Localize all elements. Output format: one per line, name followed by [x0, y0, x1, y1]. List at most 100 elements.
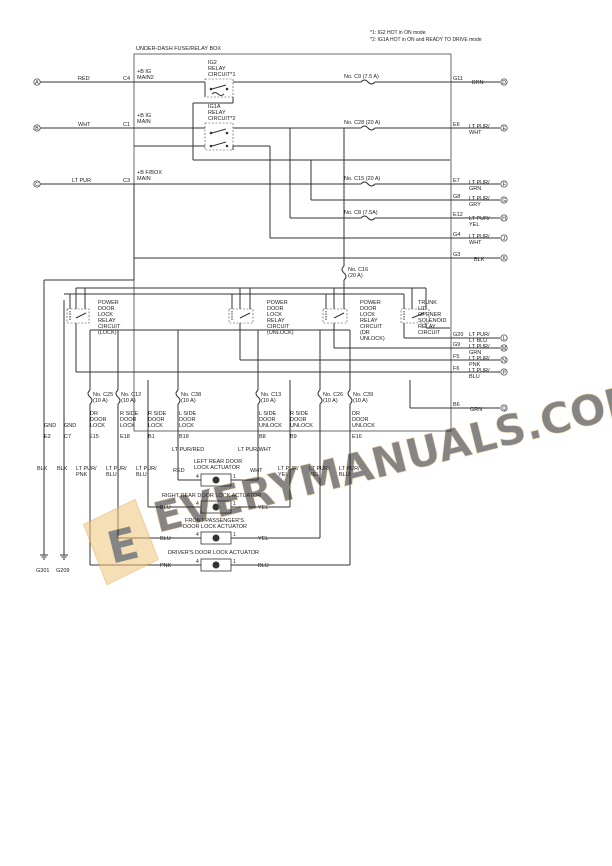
relay3-l6: (DR: [360, 330, 370, 336]
fuse-c16-l1: No. C16: [348, 267, 368, 273]
fuse-c39-rating: (10 A): [353, 398, 368, 404]
wire-e-c1: LT PUR/: [469, 124, 490, 130]
wire-e18-c2: BLU: [106, 472, 117, 478]
actuator-fp-l2: DOOR LOCK ACTUATOR: [183, 524, 247, 530]
actuator-fp-right-wire: YEL: [258, 536, 268, 542]
wire-f-c1: LT PUR/: [469, 180, 490, 186]
fuse-c26-l1: R SIDE: [290, 411, 309, 417]
actuator-driver: DRIVER'S DOOR LOCK ACTUATOR 4 1 PNK BLU: [160, 550, 269, 572]
watermark-logo-icon: [82, 498, 159, 586]
fuse-c38-l2: DOOR: [179, 417, 196, 423]
relay2-l4: RELAY: [267, 318, 285, 324]
fuse-c15: No. C15 (20 A): [344, 176, 381, 187]
watermark: E EVERYMANUALS.COM: [82, 372, 612, 586]
fuse-c28-label: No. C28 (20 A): [344, 120, 381, 126]
input-b: B WHT C1 +B IG MAIN: [33, 113, 151, 132]
pin-b1: B1: [148, 434, 155, 440]
relay2-l2: DOOR: [267, 306, 284, 312]
pin-f5: F5: [453, 354, 459, 360]
watermark-text: EVERYMANUALS.COM: [148, 373, 612, 543]
fuse-c39: No. C39 (10 A) DR DOOR UNLOCK E16: [347, 389, 375, 440]
pin-c7: C7: [64, 434, 71, 440]
input-a: A RED C4 +B IG MAIN2: [33, 69, 154, 86]
pin-c3: C3: [123, 178, 130, 184]
fuse-c12-l1: R SIDE: [120, 411, 139, 417]
wire-d-color: BRN: [472, 80, 484, 86]
note-ig2: *1: IG2 HOT in ON mode: [370, 30, 426, 36]
fuse-c13-l2: DOOR: [259, 417, 276, 423]
gnd-c7-label: GND: [64, 423, 76, 429]
wire-l-c1: LT PUR/: [469, 332, 490, 338]
relay3-l7: UNLOCK): [360, 336, 385, 342]
fuse-c38: No. C38 (10 A) L SIDE DOOR LOCK B18: [175, 389, 201, 440]
fuse-c8-label: No. C8 (7.5A): [344, 210, 378, 216]
relay3-l1: POWER: [360, 300, 381, 306]
connector-a-label: A: [35, 80, 39, 86]
wire-e15-c1: LT PUR/: [76, 466, 97, 472]
fuse-c13-l3: UNLOCK: [259, 423, 282, 429]
wire-b9-c2: YEL: [278, 472, 288, 478]
actuator-rr-pin4: 4: [196, 501, 199, 507]
fuse-c13-rating: (10 A): [261, 398, 276, 404]
fuse-c9: No. C9 (7.5 A): [344, 74, 379, 85]
wire-lt-pur-wht: LT PUR/WHT: [238, 447, 272, 453]
relay1-l3: LOCK: [98, 312, 113, 318]
relay4-l1: TRUNK: [418, 300, 437, 306]
relay2-l3: LOCK: [267, 312, 282, 318]
actuator-fp-pin1: 1: [233, 532, 236, 538]
pin-g20: G20: [453, 332, 463, 338]
fuse-c25-l3: LOCK: [90, 423, 105, 429]
ig2-relay-l3: CIRCUIT*1: [208, 72, 236, 78]
fuse-c39-l2: DOOR: [352, 417, 369, 423]
wire-e15-c2: PNK: [76, 472, 88, 478]
wire-e18-c1: LT PUR/: [106, 466, 127, 472]
actuator-lr-pin4: 4: [196, 474, 199, 480]
fuse-c8: No. C8 (7.5A): [344, 210, 378, 221]
fuse-c16: No. C16 (20 A): [341, 265, 368, 281]
actuator-rr-l1: RIGHT REAR DOOR LOCK ACTUATOR: [162, 493, 261, 499]
relay4-l2: LID: [418, 306, 427, 312]
gnd-e2-wire: BLK: [37, 466, 48, 472]
pin-b8: B8: [259, 434, 266, 440]
internal-wiring: [43, 81, 450, 555]
actuator-fp-left-wire: BLU: [160, 536, 171, 542]
wire-g-c2: GRY: [469, 202, 481, 208]
relay1-l4: RELAY: [98, 318, 116, 324]
pin-e18: E18: [120, 434, 130, 440]
actuator-dr-right-wire: BLU: [258, 563, 269, 569]
fuse-c39-l3: UNLOCK: [352, 423, 375, 429]
actuator-fp-l1: FRONT PASSENGER'S: [185, 518, 244, 524]
pin-e12: E12: [453, 212, 463, 218]
wire-k-color: BLK: [474, 257, 485, 263]
fuse-c12: No. C12 (10 A) R SIDE DOOR LOCK E18: [115, 389, 141, 440]
pin-g3: G3: [453, 252, 460, 258]
pin-b6: B6: [453, 402, 460, 408]
ig1a-relay: IG1A RELAY CIRCUIT*2: [204, 104, 236, 151]
fuse-c38-name: No. C38: [181, 392, 201, 398]
box-title: UNDER-DASH FUSE/RELAY BOX: [136, 46, 221, 52]
fuse-c13: No. C13 (10 A) L SIDE DOOR UNLOCK B8: [255, 389, 282, 440]
note-ig1a: *2: IG1A HOT in ON and READY TO DRIVE mo…: [370, 37, 482, 43]
pin-f6: F6: [453, 366, 459, 372]
actuator-rr-pin1: 1: [233, 501, 236, 507]
relay2-l1: POWER: [267, 300, 288, 306]
pin-g11: G11: [453, 76, 463, 82]
wire-b9-c1: LT PUR/: [278, 466, 299, 472]
input-a-lbl2: MAIN2: [137, 75, 154, 81]
connector-n: N: [502, 358, 506, 364]
ig1a-relay-l1: IG1A: [208, 104, 221, 110]
connector-b-label: B: [35, 126, 39, 132]
relay-power-door-lock: POWER DOOR LOCK RELAY CIRCUIT (LOCK): [66, 300, 121, 336]
wire-p-c2: BLU: [469, 374, 480, 380]
relay1-l1: POWER: [98, 300, 119, 306]
relay-power-door-unlock: POWER DOOR LOCK RELAY CIRCUIT (UNLOCK): [228, 300, 294, 336]
pin-c1: C1: [123, 122, 130, 128]
r-side-door-lock-b1: R SIDE DOOR LOCK B1: [148, 411, 167, 440]
fuse-c38-l1: L SIDE: [179, 411, 197, 417]
wire-j-c2: WHT: [469, 240, 482, 246]
pin-e7: E7: [453, 178, 460, 184]
